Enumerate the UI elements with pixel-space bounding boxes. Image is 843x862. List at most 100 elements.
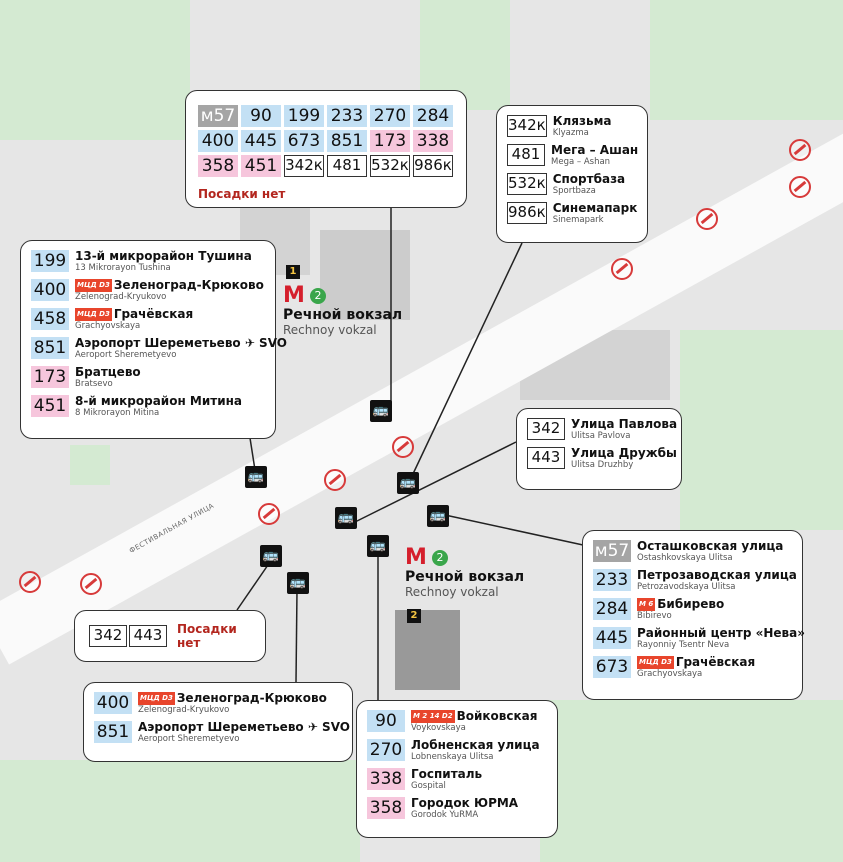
destination-name: Улица Павлова — [571, 416, 678, 431]
route-badge[interactable]: 986к — [507, 202, 547, 224]
destination-ru: Клязьма — [552, 113, 612, 128]
destination-en: Ulitsa Druzhby — [571, 459, 634, 470]
route-badge[interactable]: 342 — [89, 625, 127, 647]
route-badge[interactable]: 443 — [129, 625, 167, 647]
route-badge[interactable]: 673 — [593, 656, 631, 678]
destination-ru: Районный центр «Нева» — [637, 625, 805, 640]
route-badge[interactable]: 532к — [507, 173, 547, 195]
destination-en: Zelenograd-Kryukovo — [75, 291, 167, 302]
entrance-1-badge: 1 — [286, 265, 300, 279]
metro-logo-icon: M — [283, 283, 305, 308]
route-badge[interactable]: 90 — [367, 710, 405, 732]
route-badge[interactable]: 851 — [31, 337, 69, 359]
route-badge[interactable]: 338 — [367, 768, 405, 790]
route-badge[interactable]: 358 — [367, 797, 405, 819]
destination-en: Aeroport Sheremetyevo — [138, 733, 240, 744]
route-badge[interactable]: 451 — [241, 155, 281, 177]
destination-ru: Грачёвская — [113, 306, 194, 321]
route-badge[interactable]: 445 — [241, 130, 281, 152]
route-badge[interactable]: 284 — [593, 598, 631, 620]
route-badge[interactable]: м57 — [593, 540, 631, 562]
route-badge[interactable]: 358 — [198, 155, 238, 177]
bus-stop-icon[interactable]: 🚌 — [245, 466, 267, 488]
route-badge[interactable]: 400 — [94, 692, 132, 714]
metro-station-1[interactable]: M 2 Речной вокзал Rechnoy vokzal — [283, 283, 402, 338]
bus-stop-icon[interactable]: 🚌 — [370, 400, 392, 422]
route-badge[interactable]: 342к — [284, 155, 324, 177]
route-badge[interactable]: 400 — [198, 130, 238, 152]
route-badge[interactable]: 851 — [327, 130, 367, 152]
bus-stop-icon[interactable]: 🚌 — [427, 505, 449, 527]
route-badge[interactable]: 199 — [31, 250, 69, 272]
route-badge[interactable]: 173 — [370, 130, 410, 152]
metro-station-2[interactable]: M 2 Речной вокзал Rechnoy vokzal — [405, 547, 524, 600]
route-badge[interactable]: 986к — [413, 155, 453, 177]
route-badge[interactable]: м57 — [198, 105, 238, 127]
bus-stop-icon[interactable]: 🚌 — [260, 545, 282, 567]
station-name-en: Rechnoy vokzal — [405, 585, 499, 599]
destination-en: Grachyovskaya — [75, 320, 141, 331]
route-badge[interactable]: 342 — [527, 418, 565, 440]
bus-stop-icon[interactable]: 🚌 — [367, 535, 389, 557]
transfer-icon: МЦД D3 — [637, 655, 674, 669]
route-badge[interactable]: 400 — [31, 279, 69, 301]
route-badge[interactable]: 481 — [507, 144, 545, 166]
route-badge[interactable]: 342к — [507, 115, 547, 137]
destination-ru: Улица Павлова — [571, 416, 678, 431]
bus-stop-icon[interactable]: 🚌 — [397, 472, 419, 494]
route-badge[interactable]: 338 — [413, 130, 453, 152]
route-badge[interactable]: 673 — [284, 130, 324, 152]
route-badge[interactable]: 173 — [31, 366, 69, 388]
route-badge[interactable]: 458 — [31, 308, 69, 330]
transfer-icon: МЦД D3 — [138, 691, 175, 705]
route-badge[interactable]: 532к — [370, 155, 410, 177]
route-badge[interactable]: 443 — [527, 447, 565, 469]
route-badge[interactable]: 199 — [284, 105, 324, 127]
route-badge[interactable]: 451 — [31, 395, 69, 417]
route-badge[interactable]: 851 — [94, 721, 132, 743]
destination-en: Gospital — [411, 780, 446, 791]
park-area — [70, 445, 110, 485]
route-badge[interactable]: 284 — [413, 105, 453, 127]
route-badge[interactable]: 90 — [241, 105, 281, 127]
route-badge[interactable]: 233 — [327, 105, 367, 127]
route-badge[interactable]: 481 — [327, 155, 367, 177]
route-badge[interactable]: 233 — [593, 569, 631, 591]
route-badge[interactable]: 270 — [367, 739, 405, 761]
bus-stop-icon[interactable]: 🚌 — [287, 572, 309, 594]
destination-name: Городок ЮРМА — [411, 796, 518, 810]
bus-stop-icon[interactable]: 🚌 — [335, 507, 357, 529]
destination-ru: Зеленоград-Крюково — [176, 690, 327, 705]
destination-ru: Улица Дружбы — [571, 445, 677, 460]
route-badge[interactable]: 445 — [593, 627, 631, 649]
route-badge[interactable]: 270 — [370, 105, 410, 127]
